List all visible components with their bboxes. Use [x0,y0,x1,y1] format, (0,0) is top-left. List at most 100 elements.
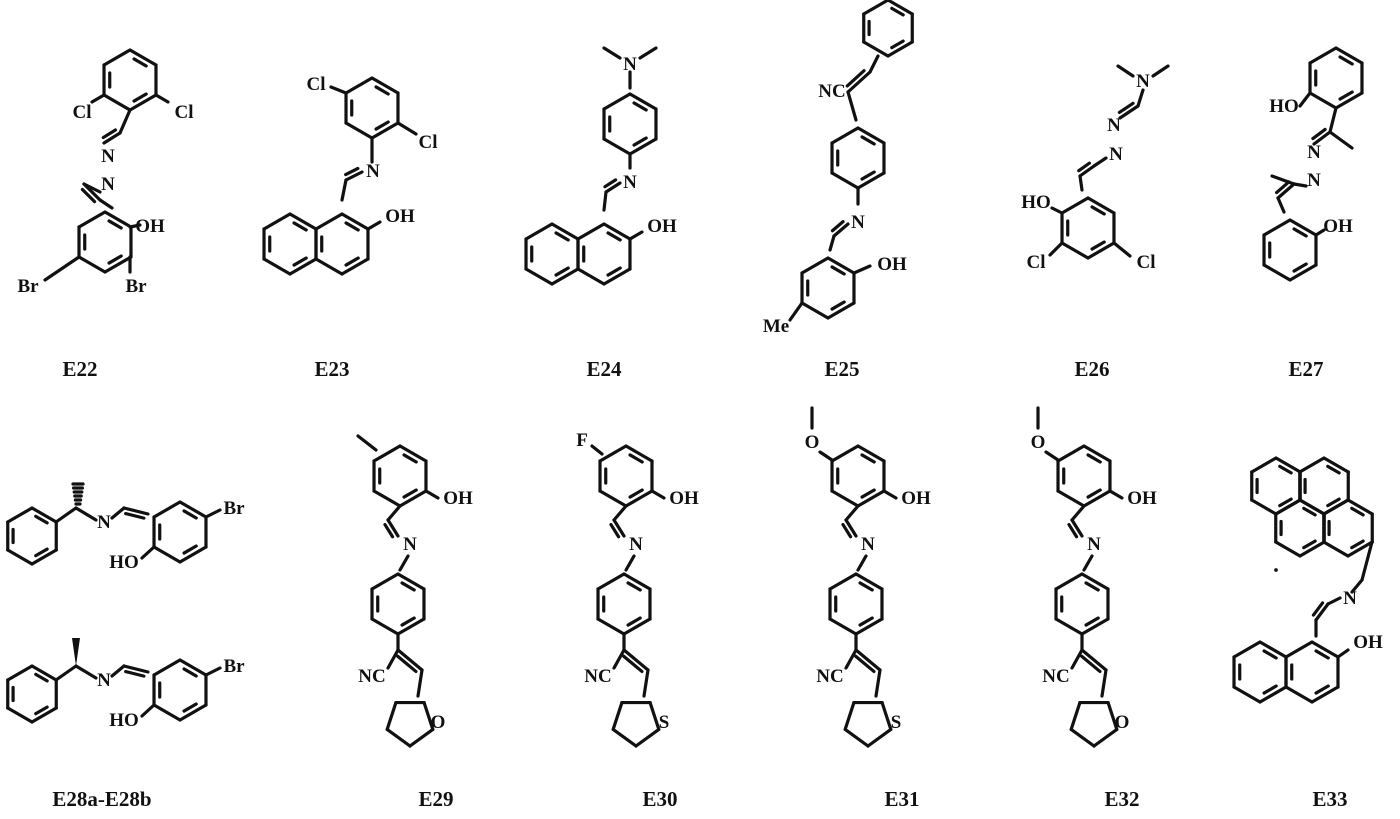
atom-label: O [805,432,820,453]
ring-bond [264,214,290,229]
atom-label: N [1109,144,1123,165]
bond [1046,452,1058,460]
compound-label: E22 [62,357,97,381]
atom-label: Cl [73,102,92,123]
atom-label: Me [763,316,789,337]
atom-label: HO [109,710,139,731]
ring-bond [154,705,180,720]
wedge-bond [72,638,80,666]
ring-bond [650,703,659,730]
bond [846,650,856,668]
compound-label: E24 [586,357,622,381]
ring-bond [264,259,290,274]
ring-bond [1056,619,1082,634]
atom-label: OH [135,216,165,237]
atom-label: NC [818,81,845,102]
atom-label: N [851,212,865,233]
bond [592,446,602,454]
atom-label: N [1343,588,1357,609]
atom-label: Cl [307,74,326,95]
ring-bond [1056,574,1082,589]
atom-label: N [1107,115,1121,136]
atom-label: OH [877,254,907,275]
atom-label: F [576,430,588,451]
ring-bond [316,259,342,274]
atom-label: N [101,146,115,167]
ring-bond [802,258,828,273]
bond [388,650,398,668]
compound-label: E30 [642,787,677,811]
bond [652,491,664,498]
atom-label: HO [1269,96,1299,117]
bond [368,222,380,229]
atom-label: Br [125,276,147,297]
bond [56,666,76,680]
ring-bond [1234,687,1260,702]
double-bond [1316,604,1328,620]
compound-label: E26 [1074,357,1109,381]
ring-bond [1062,243,1088,258]
bond [331,87,346,93]
bond [1118,66,1133,76]
atom-label: OH [1353,632,1383,653]
compound-label: E23 [314,357,349,381]
atom-label: O [431,712,446,733]
ring-bond [372,574,398,589]
ring-bond [1310,48,1336,63]
ring-bond [1264,265,1290,280]
bond [858,556,866,570]
ring-bond [346,123,372,138]
bond [1153,66,1168,76]
ring-bond [613,703,622,730]
ring-bond [1252,458,1276,472]
ring-bond [1058,446,1084,461]
ring-bond [578,224,604,239]
atom-label: N [366,161,380,182]
atom-label: OH [385,206,415,227]
atom-label: Br [223,498,245,519]
bond [630,232,642,239]
ring-bond [802,303,828,318]
bond [112,508,124,518]
bond [142,547,154,558]
ring-bond [1264,220,1290,235]
atom-label: N [1307,142,1321,163]
bond [644,670,648,696]
ring-bond [154,547,180,562]
ring-bond [1252,500,1276,514]
atom-label: O [1031,432,1046,453]
ring-bond [8,666,32,680]
atom-label: OH [901,488,931,509]
atom-label: S [891,712,902,733]
bond [1114,243,1130,256]
bond [604,192,606,210]
atom-label: OH [1323,216,1353,237]
atom-label: N [97,670,111,691]
ring-bond [1276,542,1300,556]
bond [854,266,870,273]
ring-bond [864,0,888,14]
ring-bond [604,94,630,109]
bond [112,666,124,676]
bond [614,506,626,520]
ring-bond [346,78,372,93]
atom-label: N [1307,170,1321,191]
atom-label: N [403,534,417,555]
bond [342,180,346,200]
atom-label: N [861,534,875,555]
compound-label: E31 [884,787,919,811]
bond [92,95,104,102]
atom-label: N [97,512,111,533]
ring-bond [79,257,105,272]
bond [1278,198,1284,212]
ring-bond [104,50,130,65]
bond [76,666,96,678]
atom-label: OH [443,488,473,509]
bond [388,506,400,520]
bond [45,257,79,280]
